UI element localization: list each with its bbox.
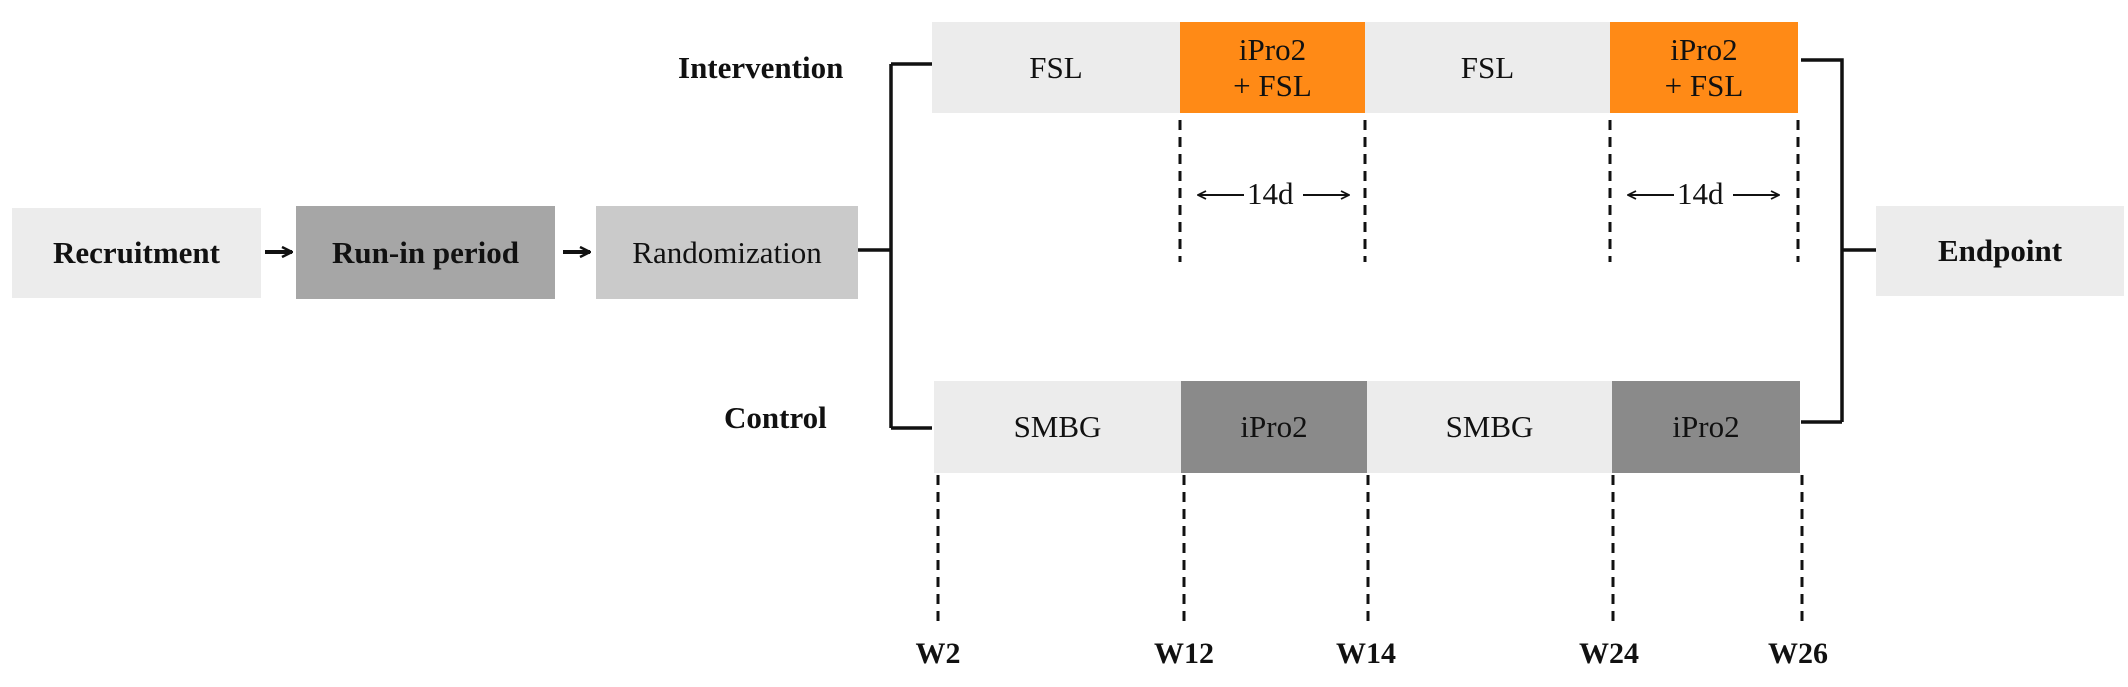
run-in-period-box: Run-in period [296,206,555,299]
week-label: W24 [1579,637,1639,670]
control-segment-ipro2: iPro2 [1612,381,1800,473]
control-segment-ipro2: iPro2 [1181,381,1367,473]
duration-label: 14d [1677,176,1724,211]
week-markers [936,475,1804,625]
control-arm-label: Control [724,400,827,435]
intervention-segment-fsl: FSL [932,22,1180,113]
week-label: W12 [1154,637,1214,670]
week-label: W26 [1768,637,1828,670]
intervention-period-markers [1178,120,1800,262]
recruitment-box: Recruitment [12,208,261,298]
intervention-segment-ipro2-fsl: iPro2 + FSL [1610,22,1798,113]
control-segment-smbg: SMBG [1367,381,1612,473]
control-segment-smbg: SMBG [934,381,1181,473]
endpoint-box: Endpoint [1876,206,2124,296]
intervention-segment-fsl: FSL [1365,22,1610,113]
right-merge-bracket [1801,58,1876,424]
intervention-segment-ipro2-fsl: iPro2 + FSL [1180,22,1365,113]
left-branch-bracket [858,62,932,430]
week-label: W14 [1336,637,1396,670]
duration-label: 14d [1247,176,1294,211]
intervention-arm-label: Intervention [678,50,844,85]
randomization-box: Randomization [596,206,858,299]
week-label: W2 [915,637,961,670]
